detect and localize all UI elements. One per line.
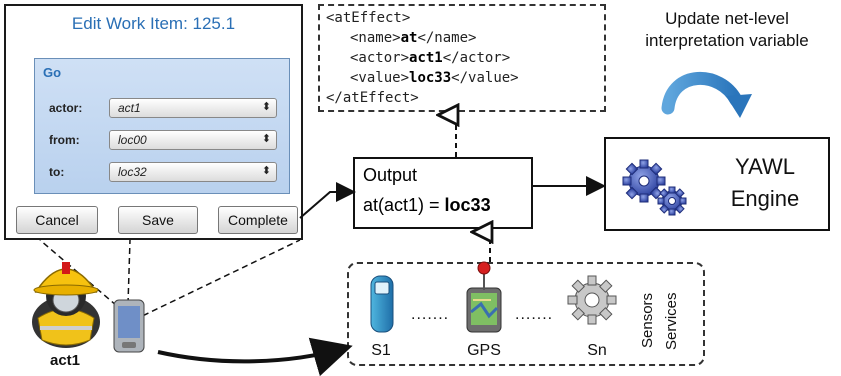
to-select[interactable]: loc32 ⬍: [109, 162, 277, 182]
gear-icon: [567, 275, 617, 325]
xml-effect-box: <atEffect> <name>at</name> <actor>act1</…: [318, 4, 606, 112]
gps-map-icon: [466, 261, 502, 333]
select-arrows-icon: ⬍: [261, 164, 271, 177]
cancel-button[interactable]: Cancel: [16, 206, 98, 234]
actor-label: actor:: [49, 101, 83, 115]
xml-open-tag: <atEffect>: [326, 10, 411, 26]
device-to-sensors-arrow: [157, 337, 353, 376]
engine-gears-icon: [622, 159, 687, 216]
sensor-gps-label: GPS: [467, 342, 501, 359]
sensors-services-group: S1 ....... GPS .......: [347, 261, 705, 366]
actor-label: act1: [50, 352, 81, 369]
xml-value-line: <value>loc33</value>: [350, 70, 519, 86]
firefighter-icon: [32, 262, 100, 348]
actor-select[interactable]: act1 ⬍: [109, 98, 277, 118]
sensor-sn-label: Sn: [587, 342, 607, 359]
work-item-form: Go actor: act1 ⬍ from: loc00 ⬍ to: loc32…: [34, 58, 290, 194]
from-label: from:: [49, 133, 80, 147]
ellipsis-2: .......: [515, 306, 554, 323]
output-expression-prefix: at(act1) =: [363, 195, 445, 215]
ellipsis-1: .......: [411, 306, 450, 323]
form-title: Go: [43, 65, 62, 80]
panel-title: Edit Work Item: 125.1: [71, 14, 236, 33]
from-select-value: loc00: [118, 133, 147, 147]
work-item-panel: Edit Work Item: 125.1 Go actor: act1 ⬍ f…: [4, 4, 303, 240]
save-button[interactable]: Save: [118, 206, 198, 234]
sensor-s1-label: S1: [371, 342, 391, 359]
output-expression: at(act1) = loc33: [363, 195, 491, 216]
engine-label: YAWL Engine: [730, 154, 800, 211]
to-label: to:: [49, 165, 65, 179]
output-expression-value: loc33: [444, 195, 491, 215]
actor-select-value: act1: [118, 101, 141, 115]
select-arrows-icon: ⬍: [261, 132, 271, 145]
panel-to-output-arrow: [299, 182, 356, 219]
yawl-engine-box: YAWL Engine: [604, 137, 830, 231]
update-note-line1: Update net-level: [665, 9, 789, 28]
xml-value-value: loc33: [409, 70, 452, 86]
xml-name-value: at: [400, 30, 418, 46]
update-curved-arrow: [661, 71, 743, 115]
xml-name-line: <name>at</name>: [350, 30, 477, 46]
to-select-value: loc32: [118, 165, 147, 179]
xml-actor-value: act1: [409, 50, 443, 66]
xml-close-tag: </atEffect>: [326, 90, 419, 106]
update-note-line2: interpretation variable: [645, 31, 809, 50]
xml-actor-line: <actor>act1</actor>: [350, 50, 511, 66]
output-box: Output at(act1) = loc33: [353, 157, 533, 229]
update-note: Update net-level interpretation variable: [612, 8, 841, 52]
from-select[interactable]: loc00 ⬍: [109, 130, 277, 150]
pda-icon: [113, 299, 145, 353]
sensor-device-icon: [370, 275, 394, 333]
complete-button[interactable]: Complete: [218, 206, 298, 234]
select-arrows-icon: ⬍: [261, 100, 271, 113]
output-title: Output: [363, 165, 418, 185]
